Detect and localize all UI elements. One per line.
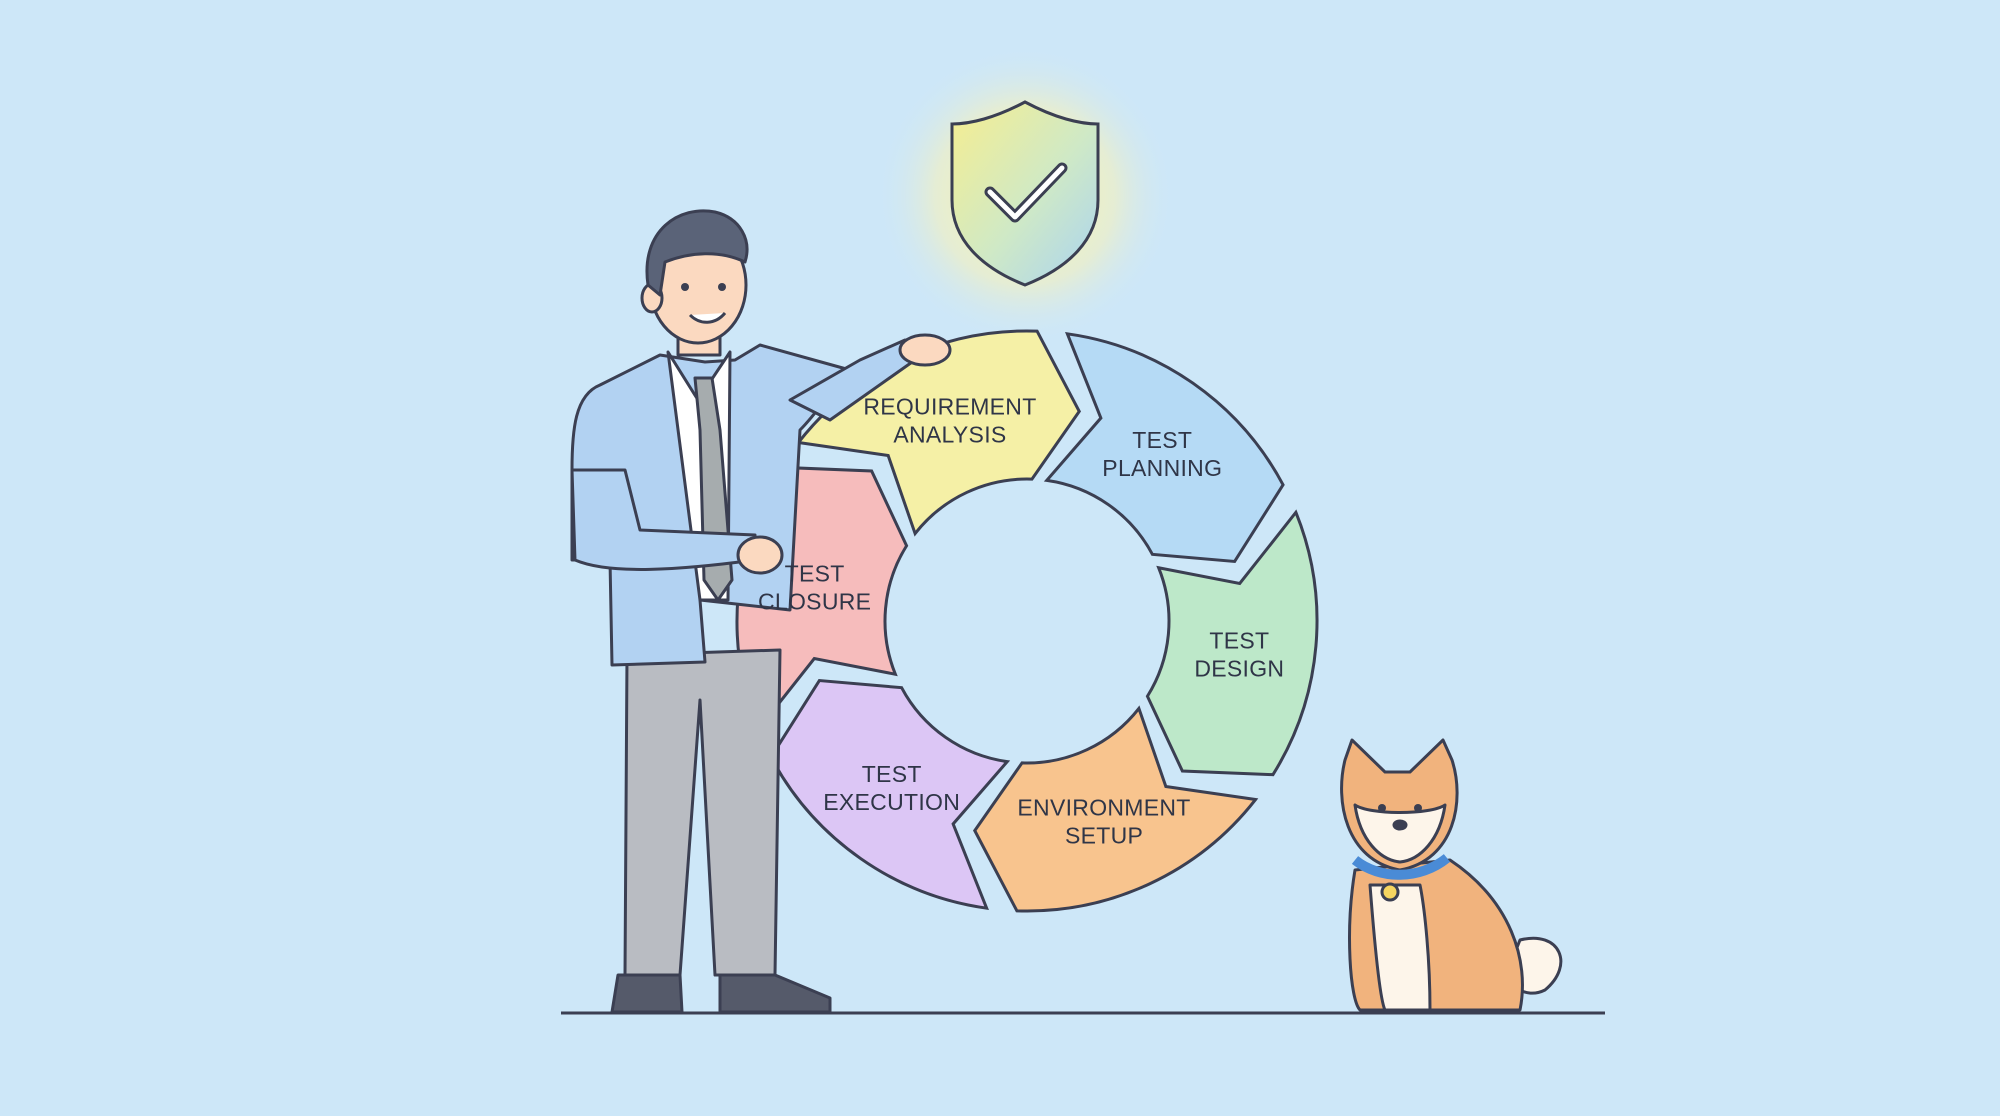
cycle-segment-1	[1043, 331, 1285, 564]
businessman	[570, 209, 952, 1014]
shield-check-icon	[875, 45, 1175, 345]
shiba-dog	[1340, 738, 1563, 1012]
cycle-segment-2	[1145, 509, 1319, 777]
cycle-segment-3	[972, 705, 1259, 913]
